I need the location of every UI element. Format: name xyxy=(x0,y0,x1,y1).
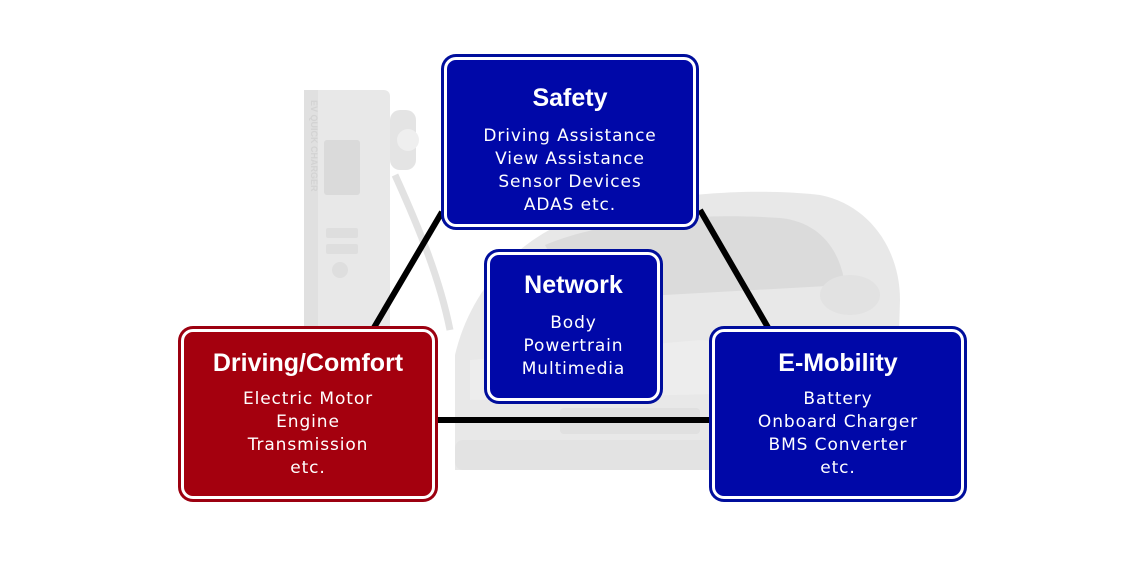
driving-comfort-items: Electric Motor Engine Transmission etc. xyxy=(184,388,432,480)
safety-item: ADAS etc. xyxy=(523,195,617,215)
safety-item: Sensor Devices xyxy=(498,172,642,192)
driving-comfort-item: Engine xyxy=(276,412,340,432)
driving-comfort-title: Driving/Comfort xyxy=(212,349,404,377)
safety-item: View Assistance xyxy=(495,149,645,169)
safety-box: Safety Driving Assistance View Assistanc… xyxy=(444,57,696,227)
network-items: Body Powertrain Multimedia xyxy=(490,312,657,381)
charger-label: EV QUICK CHARGER xyxy=(309,100,319,192)
e-mobility-title: E-Mobility xyxy=(778,349,898,377)
e-mobility-item: Battery xyxy=(803,389,873,409)
driving-comfort-item: Transmission xyxy=(247,435,369,455)
network-title: Network xyxy=(524,271,623,299)
connector-lines xyxy=(369,208,773,423)
e-mobility-box: E-Mobility Battery Onboard Charger BMS C… xyxy=(712,329,964,499)
edge-safety-emobility xyxy=(697,208,773,333)
network-item: Powertrain xyxy=(523,336,624,356)
network-item: Multimedia xyxy=(521,359,626,379)
driving-comfort-item: Electric Motor xyxy=(242,389,374,409)
safety-items: Driving Assistance View Assistance Senso… xyxy=(447,125,693,217)
driving-comfort-box: Driving/Comfort Electric Motor Engine Tr… xyxy=(181,329,435,499)
e-mobility-item: BMS Converter xyxy=(768,435,908,455)
ev-charger-icon: EV QUICK CHARGER xyxy=(304,90,454,350)
network-box: Network Body Powertrain Multimedia xyxy=(487,252,660,401)
safety-title: Safety xyxy=(532,84,608,112)
e-mobility-item: etc. xyxy=(820,458,856,478)
safety-item: Driving Assistance xyxy=(483,126,657,146)
driving-comfort-item: etc. xyxy=(290,458,326,478)
e-mobility-item: Onboard Charger xyxy=(757,412,919,432)
edge-safety-driving xyxy=(369,210,445,333)
e-mobility-items: Battery Onboard Charger BMS Converter et… xyxy=(715,388,961,480)
network-item: Body xyxy=(550,313,597,333)
